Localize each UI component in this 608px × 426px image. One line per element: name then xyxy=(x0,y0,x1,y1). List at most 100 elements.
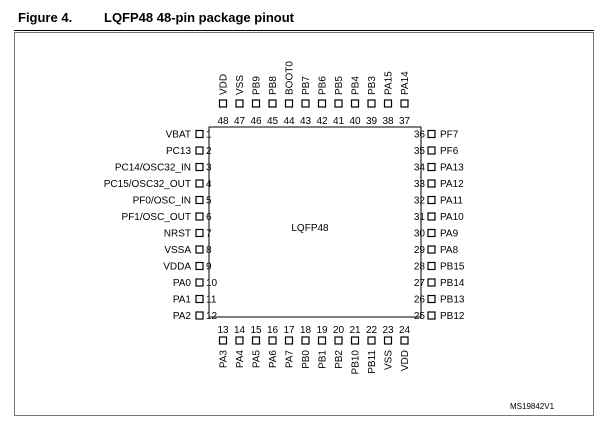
pin-pad xyxy=(195,212,204,221)
pin-number: 1 xyxy=(206,130,212,141)
pin-pad xyxy=(427,228,436,238)
pin-name: PB15 xyxy=(440,262,465,273)
pin-name: BOOT0 xyxy=(285,61,296,95)
pin-number: 16 xyxy=(267,325,279,336)
pin-pad xyxy=(301,99,310,108)
pin-name: VSS xyxy=(384,350,395,370)
pin-number: 23 xyxy=(382,325,394,336)
pin-name: NRST xyxy=(164,229,191,240)
pin-pad xyxy=(195,162,204,172)
pin-number: 13 xyxy=(217,325,229,336)
pin-name: PA4 xyxy=(235,350,246,369)
pin-name: PA12 xyxy=(440,179,464,190)
figure-number: Figure 4. xyxy=(18,10,73,25)
pin-pad xyxy=(195,311,204,320)
pin-number: 46 xyxy=(250,116,262,127)
pin-number: 38 xyxy=(382,116,394,127)
pin-number: 24 xyxy=(399,325,411,336)
pin-name: PA10 xyxy=(440,212,464,223)
pin-name: PA11 xyxy=(440,196,463,207)
pin-pad xyxy=(400,99,409,108)
pin-number: 32 xyxy=(414,196,426,207)
figure-header: Figure 4. LQFP48 48-pin package pinout xyxy=(14,8,594,31)
pin-name: PB14 xyxy=(440,278,465,289)
pin-number: 45 xyxy=(267,116,279,127)
pin-name: VSSA xyxy=(164,245,191,256)
pin-number: 43 xyxy=(300,116,312,127)
pin-number: 37 xyxy=(399,116,411,127)
pin-pad xyxy=(367,99,376,108)
pin-number: 3 xyxy=(206,163,212,174)
pin-pad xyxy=(427,162,436,172)
pin-number: 48 xyxy=(217,116,229,127)
pin-number: 10 xyxy=(206,278,218,289)
pin-number: 14 xyxy=(234,325,246,336)
pin-pad xyxy=(350,336,360,345)
pin-name: PB11 xyxy=(367,350,378,374)
pin-name: PA8 xyxy=(440,245,459,256)
pin-name: PA6 xyxy=(268,350,279,369)
pin-name: VDD xyxy=(219,74,230,95)
pin-name: PF7 xyxy=(440,130,459,141)
pin-pad xyxy=(235,336,244,345)
pin-number: 2 xyxy=(206,146,212,157)
pin-pad xyxy=(195,146,204,155)
pin-pad xyxy=(235,99,244,108)
pin-name: PA14 xyxy=(400,71,411,95)
pin-number: 12 xyxy=(206,311,218,322)
pin-pad xyxy=(268,99,277,108)
package-label: LQFP48 xyxy=(291,223,329,234)
pin-pad xyxy=(427,212,436,221)
pin-pad xyxy=(218,336,228,345)
pin-name: PA7 xyxy=(285,350,296,369)
pin-pad xyxy=(334,336,343,345)
pin-number: 7 xyxy=(206,229,212,240)
pin-pad xyxy=(427,245,436,254)
pin-name: PB7 xyxy=(301,76,312,95)
pin-pad xyxy=(195,179,204,188)
pin-name: PA9 xyxy=(440,229,459,240)
pin-pad xyxy=(334,99,343,108)
pin-name: PC15/OSC32_OUT xyxy=(104,179,191,190)
pin-number: 21 xyxy=(349,325,361,336)
pin-number: 9 xyxy=(206,262,212,273)
pin-pad xyxy=(427,179,436,188)
pin-name: PB1 xyxy=(318,350,329,369)
pin-pad xyxy=(195,261,204,271)
pin-number: 30 xyxy=(414,229,426,240)
pin-pad xyxy=(317,336,327,345)
pin-pad xyxy=(251,336,261,345)
pin-name: PB9 xyxy=(252,76,263,95)
pin-number: 35 xyxy=(414,146,426,157)
pin-pad xyxy=(195,129,204,139)
pin-number: 8 xyxy=(206,245,212,256)
pin-number: 39 xyxy=(366,116,378,127)
diagram-frame xyxy=(14,32,594,416)
pin-name: VSS xyxy=(235,75,246,95)
pin-number: 36 xyxy=(414,130,426,141)
pin-name: PA5 xyxy=(252,350,263,369)
pin-number: 40 xyxy=(349,116,361,127)
pin-name: PB3 xyxy=(367,76,378,95)
pin-pad xyxy=(427,278,436,287)
pin-pad xyxy=(427,129,436,139)
pin-pad xyxy=(301,336,310,345)
pin-pad xyxy=(400,336,409,345)
pin-pad xyxy=(195,294,204,304)
pin-name: PB4 xyxy=(351,76,362,95)
pin-pad xyxy=(427,261,436,271)
pin-pad xyxy=(383,336,393,345)
pin-name: PB2 xyxy=(334,350,345,369)
pin-name: PB12 xyxy=(440,311,465,322)
pin-number: 33 xyxy=(414,179,426,190)
pin-name: PA3 xyxy=(219,350,230,369)
pin-pad xyxy=(284,99,294,108)
pin-number: 27 xyxy=(414,278,426,289)
pin-pad xyxy=(427,195,436,205)
pin-number: 29 xyxy=(414,245,426,256)
pin-number: 5 xyxy=(206,196,212,207)
pin-pad xyxy=(218,99,228,108)
pin-pad xyxy=(427,294,436,304)
pin-number: 6 xyxy=(206,212,212,223)
